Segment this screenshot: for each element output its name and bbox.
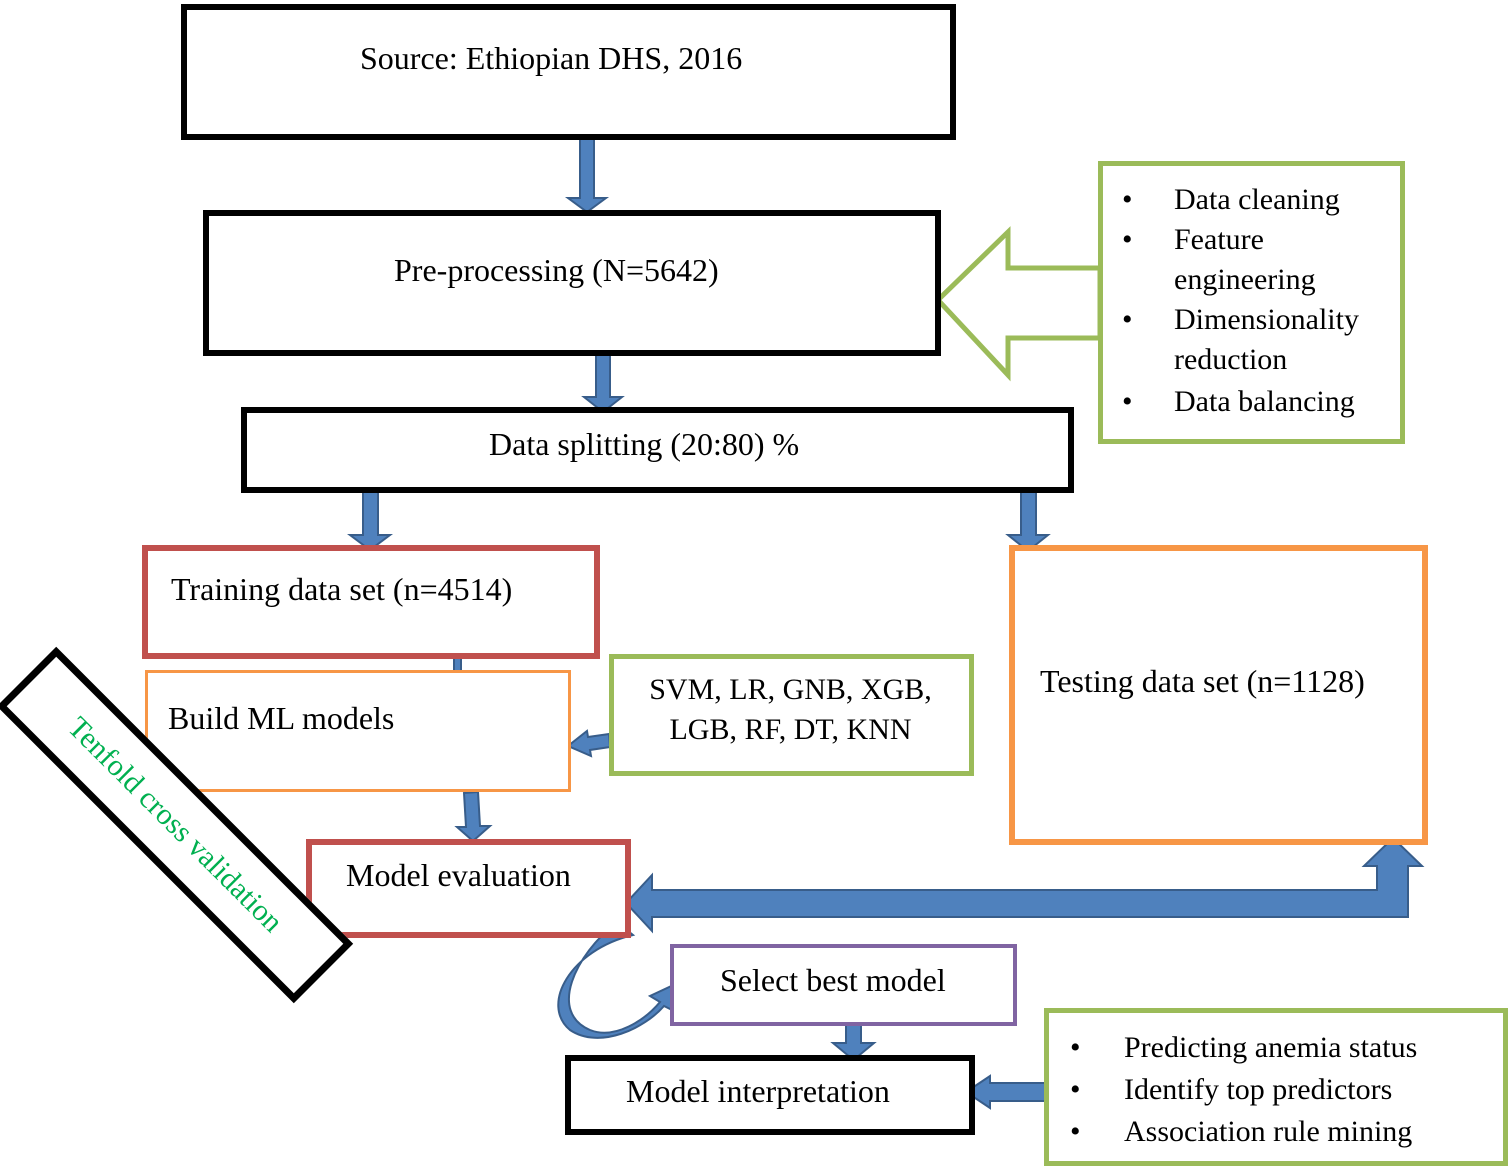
model-evaluation-label: Model evaluation xyxy=(346,857,571,893)
testing-set-label: Testing data set (n=1128) xyxy=(1040,663,1365,699)
left-arrow-icon xyxy=(964,1074,1053,1110)
source-box xyxy=(181,4,956,140)
data-splitting-label: Data splitting (20:80) % xyxy=(489,426,800,462)
build-models-box xyxy=(145,670,571,792)
algorithms-label: SVM, LR, GNB, XGB, LGB, RF, DT, KNN xyxy=(649,673,932,746)
list-item: Predicting anemia status xyxy=(1068,1027,1417,1069)
curved-arrow-icon xyxy=(557,920,682,1039)
model-interpretation-box xyxy=(565,1055,975,1135)
source-label: Source: Ethiopian DHS, 2016 xyxy=(360,40,743,76)
preprocessing-steps-list: Data cleaning Feature engineering Dimens… xyxy=(1120,180,1384,422)
down-arrow-icon xyxy=(581,349,625,414)
hollow-left-arrow-icon xyxy=(934,226,1103,382)
build-models-label: Build ML models xyxy=(168,700,395,736)
algorithms-box xyxy=(609,654,974,776)
model-evaluation-box xyxy=(306,839,631,938)
training-set-box xyxy=(142,545,600,659)
training-set-label: Training data set (n=4514) xyxy=(171,571,513,607)
list-item: Association rule mining xyxy=(1068,1111,1417,1153)
testing-set-box xyxy=(1009,545,1428,845)
select-best-model-label: Select best model xyxy=(720,962,946,998)
data-splitting-box xyxy=(241,407,1074,493)
left-arrow-icon xyxy=(566,729,612,758)
model-interpretation-label: Model interpretation xyxy=(626,1073,890,1109)
testing-evaluation-connector xyxy=(624,836,1425,934)
preprocessing-box xyxy=(203,210,941,356)
list-item: Data balancing xyxy=(1120,382,1384,422)
preprocessing-label: Pre-processing (N=5642) xyxy=(394,252,719,288)
list-item: Feature engineering xyxy=(1120,220,1354,300)
down-arrow-icon xyxy=(1005,486,1051,553)
interpretation-uses-list: Predicting anemia status Identify top pr… xyxy=(1068,1027,1417,1153)
select-best-model-box xyxy=(670,944,1017,1026)
list-item: Data cleaning xyxy=(1120,180,1384,220)
list-item: Identify top predictors xyxy=(1068,1069,1417,1111)
down-arrow-icon xyxy=(454,790,493,843)
down-arrow-icon xyxy=(564,133,610,214)
down-arrow-icon xyxy=(347,486,393,552)
list-item: Dimensionality reduction xyxy=(1120,300,1384,380)
